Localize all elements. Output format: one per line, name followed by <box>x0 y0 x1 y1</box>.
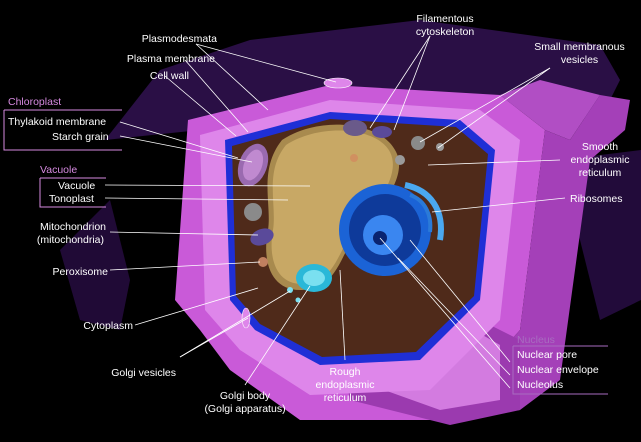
label-mitochondria: (mitochondria) <box>36 234 104 246</box>
label-ribosomes: Ribosomes <box>570 193 623 205</box>
label-tonoplast: Tonoplast <box>49 193 94 205</box>
vacuole <box>266 124 400 291</box>
mitochondria <box>250 126 392 246</box>
group-title-nucleus: Nucleus <box>517 334 555 346</box>
label-vacuole: Vacuole <box>58 180 96 192</box>
small-vesicles <box>244 136 444 221</box>
leader-lines <box>104 35 566 389</box>
label-rough-er-2: endoplasmic <box>315 379 375 391</box>
label-nucleolus: Nucleolus <box>517 379 564 391</box>
label-rough-er-3: reticulum <box>323 392 367 404</box>
chloroplasts <box>237 120 367 187</box>
label-cell-wall: Cell wall <box>149 70 189 82</box>
golgi-body <box>287 264 332 303</box>
label-starch-grain: Starch grain <box>52 131 109 143</box>
label-filamentous-1: Filamentous <box>416 13 474 25</box>
label-mitochondrion: Mitochondrion <box>40 221 106 233</box>
label-smooth-er-1: Smooth <box>581 141 619 153</box>
label-small-vesicles-2: vesicles <box>560 54 599 66</box>
nucleus <box>339 182 444 276</box>
label-cytoplasm: Cytoplasm <box>83 320 133 332</box>
label-filamentous-2: cytoskeleton <box>415 26 475 38</box>
label-plasmodesmata: Plasmodesmata <box>141 33 217 45</box>
label-rough-er-1: Rough <box>329 366 361 378</box>
peroxisome <box>258 257 268 267</box>
label-nuclear-envelope: Nuclear envelope <box>517 364 599 376</box>
group-title-chloroplast: Chloroplast <box>8 96 62 108</box>
label-golgi-apparatus: (Golgi apparatus) <box>204 403 286 415</box>
label-golgi-vesicles: Golgi vesicles <box>111 367 176 379</box>
label-smooth-er-3: reticulum <box>578 167 622 179</box>
label-plasma-membrane: Plasma membrane <box>126 53 215 65</box>
label-golgi-body: Golgi body <box>219 390 271 402</box>
plasmodesma-bulge-2 <box>241 307 251 329</box>
group-boxes <box>3 109 608 395</box>
label-peroxisome: Peroxisome <box>52 266 108 278</box>
label-thylakoid-membrane: Thylakoid membrane <box>8 116 107 128</box>
label-smooth-er-2: endoplasmic <box>570 154 630 166</box>
label-small-vesicles-1: Small membranous <box>534 41 625 53</box>
label-nuclear-pore: Nuclear pore <box>517 349 578 361</box>
group-title-vacuole: Vacuole <box>40 164 78 176</box>
